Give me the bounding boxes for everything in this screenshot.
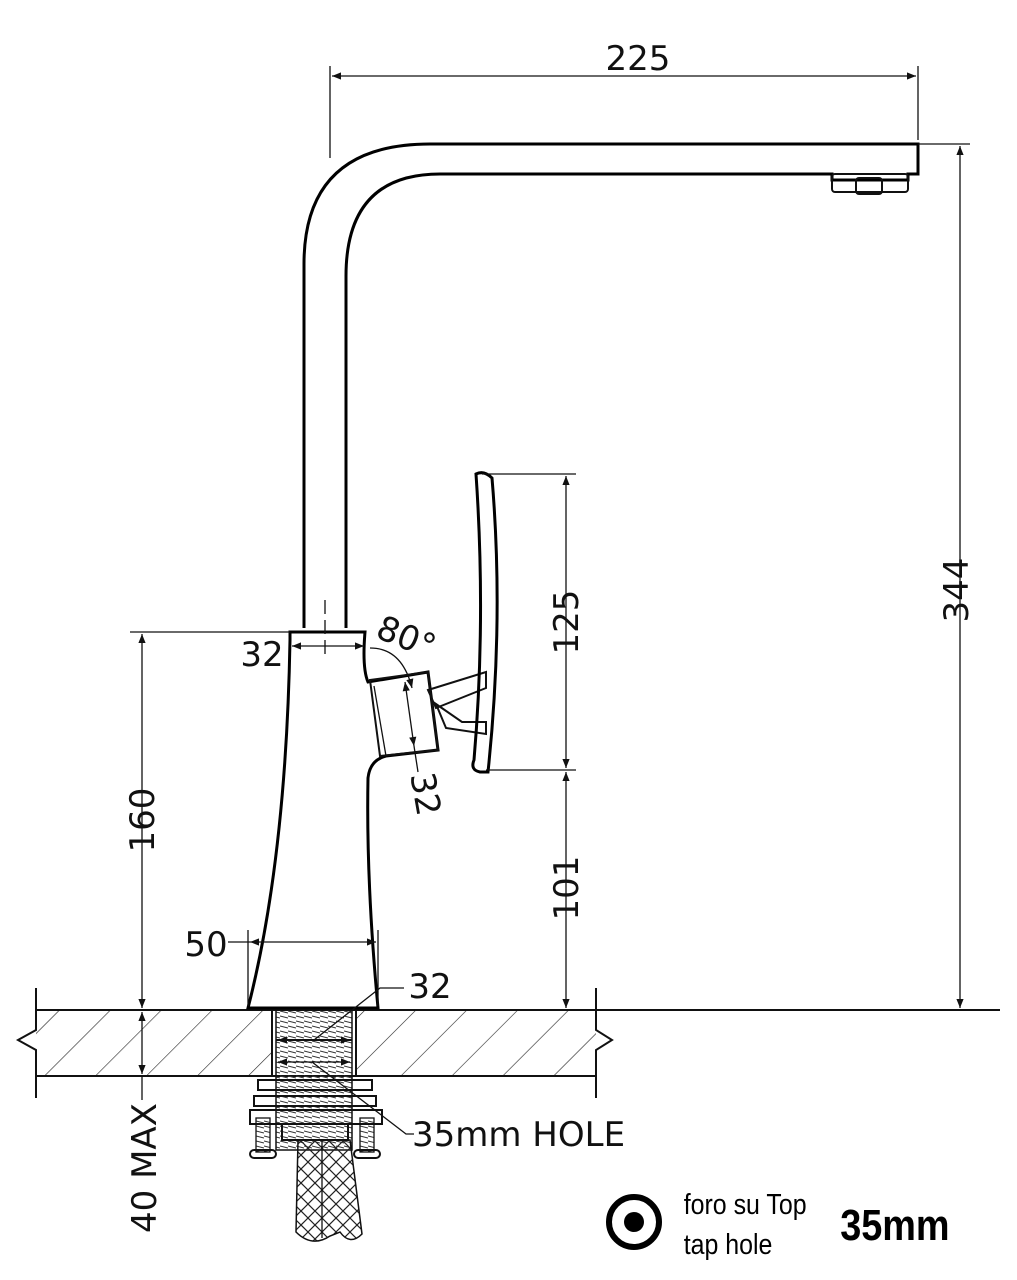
dimension-handle-body: 32 xyxy=(401,681,448,819)
legend-line-1: foro su Top xyxy=(684,1188,807,1220)
dimension-handle-length: 125 xyxy=(482,473,587,771)
dim-label-base-width: 50 xyxy=(184,925,227,965)
spout xyxy=(302,142,920,628)
dimension-spout-width: 32 xyxy=(240,600,364,675)
dimension-base-width: 50 xyxy=(184,925,379,1006)
dimension-worktop-max: 40 MAX xyxy=(125,1012,165,1233)
dimension-body-height: 160 xyxy=(123,631,290,1008)
fixing-hardware xyxy=(249,1079,383,1242)
dimension-total-height: 344 xyxy=(918,143,977,1008)
dim-label-shank-width: 32 xyxy=(408,967,451,1007)
dim-label-handle-body: 32 xyxy=(401,769,448,819)
dim-label-hole: 35mm HOLE xyxy=(412,1115,625,1155)
dim-label-total-height: 344 xyxy=(937,558,977,623)
worktop-section xyxy=(15,988,1000,1098)
tap-body xyxy=(246,630,440,1010)
dimension-hole: 35mm HOLE xyxy=(278,1058,625,1155)
dim-label-handle-angle: 80° xyxy=(371,608,442,668)
dim-label-worktop-max: 40 MAX xyxy=(125,1103,165,1233)
dimension-shank-width: 32 xyxy=(278,967,452,1044)
dimension-spout-reach: 225 xyxy=(329,39,919,158)
dim-label-spout-width: 32 xyxy=(240,635,283,675)
dim-label-body-height: 160 xyxy=(123,788,163,853)
legend-line-2: tap hole xyxy=(684,1228,773,1260)
dim-label-handle-length: 125 xyxy=(547,590,587,655)
dimension-handle-height: 101 xyxy=(547,772,587,1008)
lever-handle xyxy=(368,471,499,774)
dim-label-spout-reach: 225 xyxy=(606,39,671,79)
dim-label-handle-height: 101 xyxy=(547,856,587,921)
tap-hole-legend: foro su Top tap hole 35mm xyxy=(606,1188,950,1260)
tap-hole-icon xyxy=(606,1194,662,1250)
legend-size: 35mm xyxy=(840,1200,949,1249)
